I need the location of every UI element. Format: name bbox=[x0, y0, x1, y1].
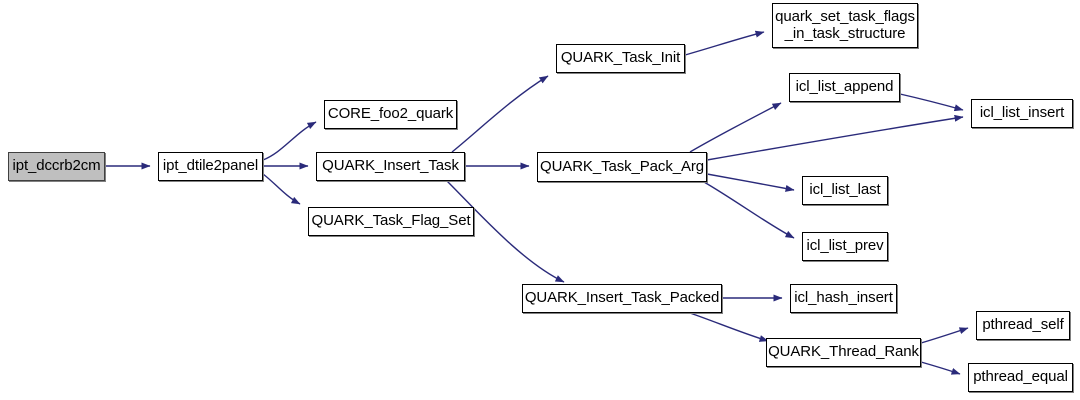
node-CORE_foo2_quark[interactable]: CORE_foo2_quark bbox=[324, 100, 457, 129]
node-ipt_dccrb2cm[interactable]: ipt_dccrb2cm bbox=[8, 152, 105, 181]
node-QUARK_Task_Flag_Set[interactable]: QUARK_Task_Flag_Set bbox=[308, 207, 474, 236]
node-icl_list_append[interactable]: icl_list_append bbox=[789, 73, 900, 102]
edge-QUARK_Task_Pack_Arg-to-icl_list_prev bbox=[703, 181, 795, 239]
edge-QUARK_Thread_Rank-to-pthread_self bbox=[920, 327, 969, 344]
node-label-CORE_foo2_quark: CORE_foo2_quark bbox=[327, 105, 454, 123]
node-label-QUARK_Task_Flag_Set: QUARK_Task_Flag_Set bbox=[311, 212, 471, 230]
edge-ipt_dtile2panel-to-CORE_foo2_quark bbox=[262, 121, 317, 161]
node-label-QUARK_Task_Init: QUARK_Task_Init bbox=[560, 49, 681, 67]
node-label-pthread_equal: pthread_equal bbox=[973, 368, 1068, 386]
node-label-icl_list_prev: icl_list_prev bbox=[806, 237, 884, 255]
edge-QUARK_Task_Pack_Arg-to-icl_list_append bbox=[689, 102, 782, 153]
edge-QUARK_Thread_Rank-to-pthread_equal bbox=[920, 361, 961, 375]
node-label-icl_hash_insert: icl_hash_insert bbox=[794, 289, 893, 307]
node-icl_list_last[interactable]: icl_list_last bbox=[802, 176, 888, 205]
node-QUARK_Task_Init[interactable]: QUARK_Task_Init bbox=[556, 44, 685, 73]
edge-QUARK_Task_Pack_Arg-to-icl_list_last bbox=[706, 173, 795, 192]
node-label-ipt_dccrb2cm: ipt_dccrb2cm bbox=[12, 157, 101, 175]
edge-QUARK_Task_Init-to-quark_set_task_flags bbox=[684, 30, 765, 56]
node-label-quark_set_task_flags: quark_set_task_flags _in_task_structure bbox=[775, 7, 915, 42]
node-pthread_equal[interactable]: pthread_equal bbox=[968, 363, 1073, 392]
edge-QUARK_Task_Pack_Arg-to-icl_list_insert bbox=[706, 114, 964, 161]
node-QUARK_Task_Pack_Arg[interactable]: QUARK_Task_Pack_Arg bbox=[537, 152, 707, 182]
node-QUARK_Thread_Rank[interactable]: QUARK_Thread_Rank bbox=[766, 338, 921, 367]
node-label-icl_list_last: icl_list_last bbox=[809, 181, 881, 199]
edge-QUARK_Insert_Task_Packed-to-QUARK_Thread_Rank bbox=[689, 312, 769, 342]
node-QUARK_Insert_Task[interactable]: QUARK_Insert_Task bbox=[316, 152, 465, 181]
edge-icl_list_append-to-icl_list_insert bbox=[899, 93, 964, 112]
node-icl_hash_insert[interactable]: icl_hash_insert bbox=[790, 284, 897, 313]
node-QUARK_Insert_Task_Packed[interactable]: QUARK_Insert_Task_Packed bbox=[522, 284, 722, 313]
node-label-QUARK_Thread_Rank: QUARK_Thread_Rank bbox=[768, 343, 919, 361]
node-label-icl_list_append: icl_list_append bbox=[795, 78, 894, 96]
node-label-icl_list_insert: icl_list_insert bbox=[979, 104, 1065, 122]
node-icl_list_prev[interactable]: icl_list_prev bbox=[802, 232, 888, 261]
node-icl_list_insert[interactable]: icl_list_insert bbox=[971, 99, 1073, 128]
node-label-QUARK_Task_Pack_Arg: QUARK_Task_Pack_Arg bbox=[540, 157, 705, 175]
node-label-ipt_dtile2panel: ipt_dtile2panel bbox=[162, 157, 259, 175]
edge-QUARK_Insert_Task-to-QUARK_Task_Init bbox=[451, 75, 549, 153]
node-quark_set_task_flags[interactable]: quark_set_task_flags _in_task_structure bbox=[772, 3, 918, 48]
node-ipt_dtile2panel[interactable]: ipt_dtile2panel bbox=[158, 152, 263, 181]
node-pthread_self[interactable]: pthread_self bbox=[976, 311, 1070, 340]
node-label-pthread_self: pthread_self bbox=[982, 316, 1064, 334]
node-label-QUARK_Insert_Task: QUARK_Insert_Task bbox=[322, 157, 459, 175]
edge-ipt_dtile2panel-to-QUARK_Task_Flag_Set bbox=[262, 173, 301, 205]
node-label-QUARK_Insert_Task_Packed: QUARK_Insert_Task_Packed bbox=[524, 289, 720, 307]
